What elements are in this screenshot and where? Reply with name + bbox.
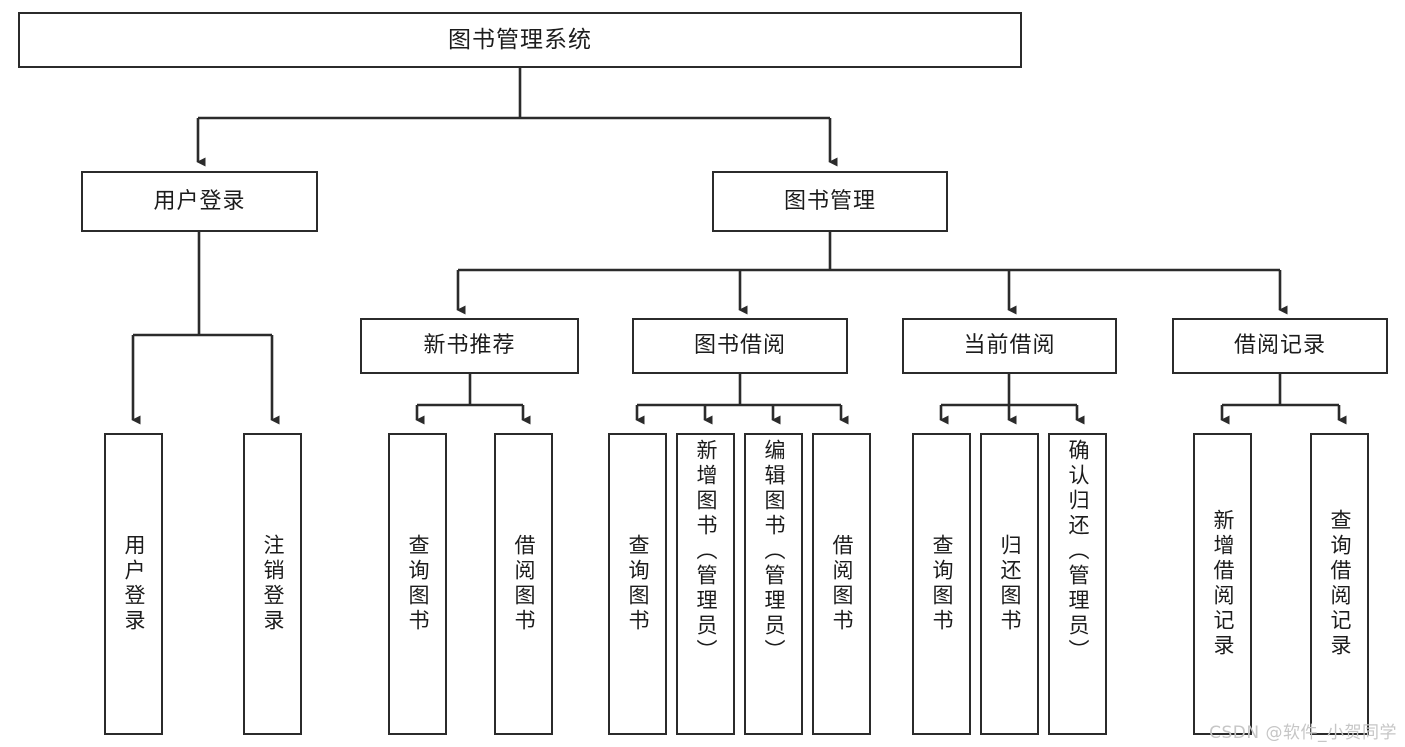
node-current-borrow[interactable]: 当前借阅 [902,318,1117,374]
node-label: 查询图书 [930,534,954,634]
leaf-confirm-return-admin[interactable]: 确认归还（管理员） [1048,433,1107,735]
leaf-add-book-admin[interactable]: 新增图书（管理员） [676,433,735,735]
node-label: 图书管理系统 [448,26,592,53]
node-label: 当前借阅 [963,333,1056,359]
node-label: 借阅图书 [830,534,854,634]
leaf-query-borrow-record[interactable]: 查询借阅记录 [1310,433,1369,735]
node-label: 用户登录 [122,534,146,634]
node-book-borrow[interactable]: 图书借阅 [632,318,848,374]
leaf-borrow-book[interactable]: 借阅图书 [812,433,871,735]
leaf-user-logout[interactable]: 注销登录 [243,433,302,735]
node-root-book-management-system[interactable]: 图书管理系统 [18,12,1022,68]
node-new-book-recommend[interactable]: 新书推荐 [360,318,579,374]
node-label: 归还图书 [998,534,1022,634]
leaf-query-book-borrow[interactable]: 查询图书 [608,433,667,735]
node-label: 查询图书 [406,534,430,634]
node-label: 查询借阅记录 [1328,509,1352,659]
node-book-management[interactable]: 图书管理 [712,171,948,232]
node-label: 注销登录 [261,534,285,634]
leaf-query-book-recommend[interactable]: 查询图书 [388,433,447,735]
leaf-edit-book-admin[interactable]: 编辑图书（管理员） [744,433,803,735]
node-label: 借阅图书 [512,534,536,634]
leaf-add-borrow-record[interactable]: 新增借阅记录 [1193,433,1252,735]
node-label: 新增图书（管理员） [694,439,718,664]
leaf-borrow-book-recommend[interactable]: 借阅图书 [494,433,553,735]
node-label: 图书借阅 [693,333,786,359]
watermark: CSDN @软件_小贺同学 [1209,723,1397,743]
leaf-user-login[interactable]: 用户登录 [104,433,163,735]
node-label: 确认归还（管理员） [1066,439,1090,664]
node-label: 新书推荐 [423,333,516,359]
node-label: 用户登录 [153,188,246,214]
node-user-login[interactable]: 用户登录 [81,171,318,232]
node-label: 查询图书 [626,534,650,634]
node-label: 新增借阅记录 [1211,509,1235,659]
leaf-return-book[interactable]: 归还图书 [980,433,1039,735]
node-label: 编辑图书（管理员） [762,439,786,664]
node-label: 借阅记录 [1233,333,1326,359]
leaf-query-book-current[interactable]: 查询图书 [912,433,971,735]
node-label: 图书管理 [783,188,876,214]
node-borrow-record[interactable]: 借阅记录 [1172,318,1388,374]
